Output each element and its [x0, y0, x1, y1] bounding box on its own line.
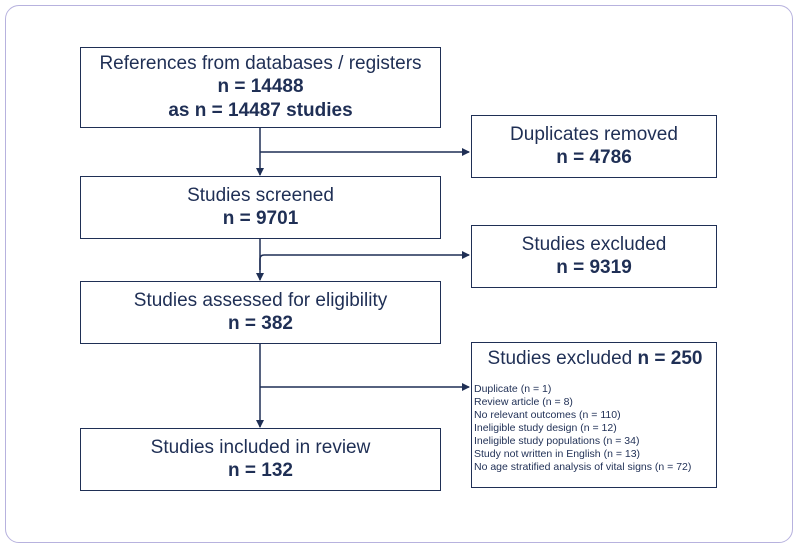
- excluded-screening-label: Studies excluded: [521, 234, 667, 255]
- identification-label: References from databases / registers: [99, 53, 422, 74]
- screened-count: n = 9701: [222, 208, 299, 229]
- identification-count: n = 14488: [217, 76, 304, 97]
- exclusion-reason: Duplicate (n = 1): [474, 383, 552, 395]
- excluded-eligibility-count: n = 250: [637, 348, 703, 369]
- excluded-screening-count: n = 9319: [556, 257, 632, 278]
- screened-label: Studies screened: [187, 185, 334, 206]
- duplicates-box: Duplicates removed n = 4786: [471, 115, 717, 178]
- excluded-screening-box: Studies excluded n = 9319: [471, 225, 717, 288]
- included-count: n = 132: [228, 460, 293, 481]
- exclusion-reason: No age stratified analysis of vital sign…: [474, 461, 692, 473]
- included-box: Studies included in review n = 132: [80, 428, 441, 491]
- screened-box: Studies screened n = 9701: [80, 176, 441, 239]
- identification-box: References from databases / registers n …: [80, 47, 441, 128]
- exclusion-reason: Review article (n = 8): [474, 396, 573, 408]
- excluded-eligibility-label: Studies excluded: [487, 348, 633, 369]
- assessed-box: Studies assessed for eligibility n = 382: [80, 281, 441, 344]
- excluded-eligibility-box: Studies excluded n = 250 Duplicate (n = …: [471, 342, 717, 488]
- exclusion-reason: Ineligible study design (n = 12): [474, 422, 617, 434]
- assessed-count: n = 382: [228, 313, 293, 334]
- excluded-eligibility-title: Studies excluded n = 250: [474, 347, 716, 371]
- arrow-to-excluded-screening: [259, 251, 470, 270]
- exclusion-reason: Ineligible study populations (n = 34): [474, 435, 640, 447]
- exclusion-reason: No relevant outcomes (n = 110): [474, 409, 621, 421]
- included-label: Studies included in review: [150, 437, 371, 458]
- exclusion-reason: Study not written in English (n = 13): [474, 448, 641, 460]
- duplicates-count: n = 4786: [556, 147, 632, 168]
- duplicates-label: Duplicates removed: [510, 124, 678, 145]
- identification-studies: as n = 14487 studies: [168, 100, 353, 121]
- assessed-label: Studies assessed for eligibility: [133, 290, 388, 311]
